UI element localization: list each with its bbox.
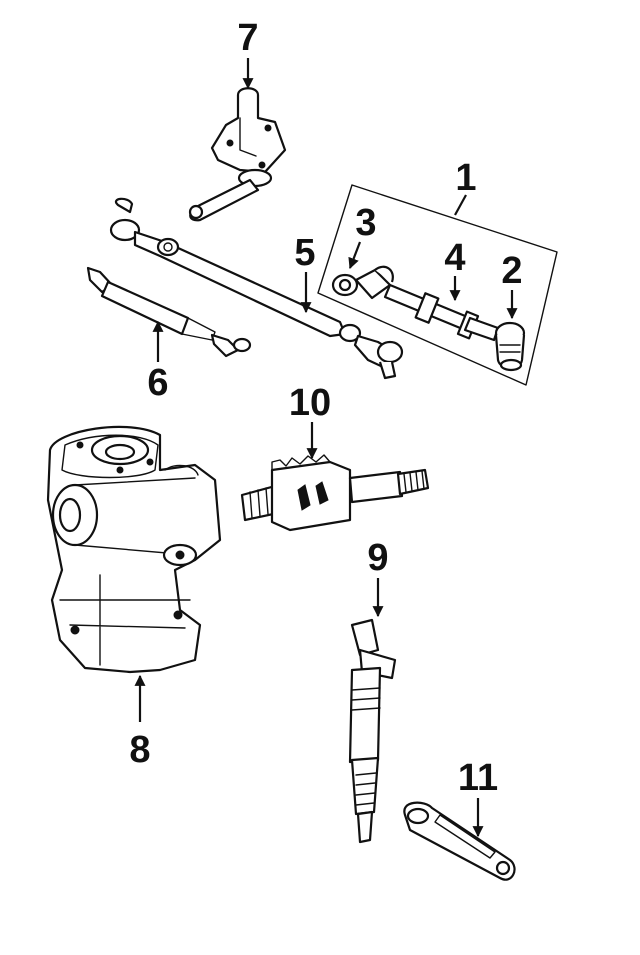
worm-shaft-drawing[interactable] [240,454,430,532]
inner-tie-rod-end-drawing[interactable] [331,265,394,300]
callout-10: 10 [289,382,331,460]
adjusting-sleeve-drawing[interactable] [383,283,500,342]
idler-arm-drawing[interactable] [188,87,287,222]
callout-9: 9 [367,537,389,618]
callout-11-label: 11 [458,757,498,799]
callout-5: 5 [294,232,316,314]
callout-3: 3 [348,202,377,270]
outer-tie-rod-end-drawing[interactable] [494,321,526,372]
callout-7-label: 7 [237,17,258,59]
callout-1-bracket: 1 [317,157,558,386]
sector-shaft-drawing[interactable] [348,618,397,844]
steering-damper-drawing[interactable] [86,266,252,358]
steering-gear-box-drawing[interactable] [46,425,222,674]
callout-7: 7 [237,17,259,90]
callout-5-label: 5 [294,232,315,274]
callout-11: 11 [458,757,498,838]
callout-6: 6 [147,320,169,404]
callout-9-label: 9 [367,537,388,579]
callout-4-label: 4 [444,237,465,279]
center-link-drawing[interactable] [109,197,404,380]
callout-8: 8 [129,674,151,771]
callout-1-leader [454,194,467,216]
callout-4: 4 [444,237,466,302]
callout-8-label: 8 [129,729,150,771]
callout-2-label: 2 [501,250,522,292]
callout-6-label: 6 [147,362,168,404]
callout-1-label: 1 [455,157,476,199]
pitman-arm-drawing[interactable] [403,801,516,881]
callout-10-label: 10 [289,382,331,424]
callout-2: 2 [501,250,523,320]
callout-3-leader [348,241,362,270]
callout-3-label: 3 [355,202,376,244]
